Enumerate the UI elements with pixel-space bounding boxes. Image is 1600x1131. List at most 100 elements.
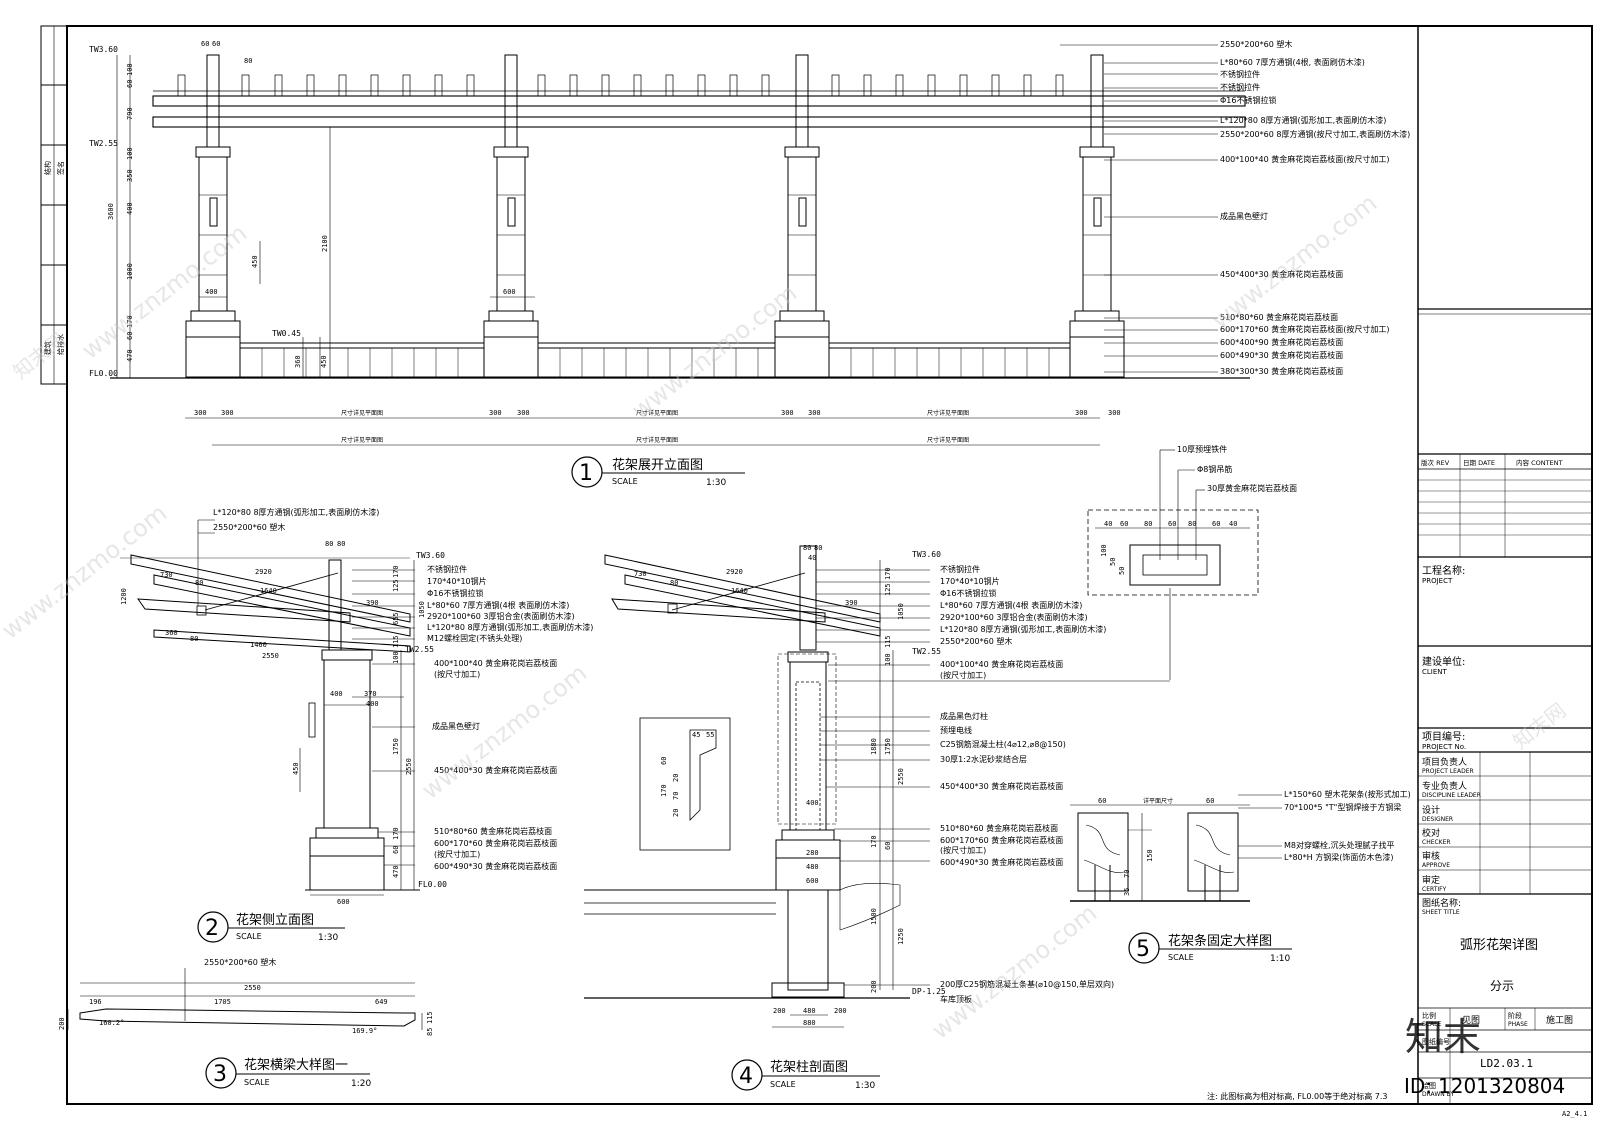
sec-callout-12: C25钢筋混凝土柱(4⌀12,⌀8@150) <box>940 739 1066 749</box>
client-label: 建设单位: <box>1422 655 1465 668</box>
fix-callout-1: L*150*60 塑木花架条(按形式加工) <box>1284 789 1411 799</box>
side-level-tw255: TW2.55 <box>405 645 434 654</box>
fix-detail-drawing <box>1070 794 1282 902</box>
title-4-number: 4 <box>739 1064 753 1089</box>
title-3-scale: 1:20 <box>351 1079 371 1089</box>
title-3-number: 3 <box>213 1062 227 1087</box>
role-4-en: CHECKER <box>1422 839 1451 846</box>
sec-vdim-1: 170 <box>884 567 892 580</box>
title-5-text: 花架条固定大样图 <box>1168 933 1272 949</box>
title-1-text: 花架展开立面图 <box>612 457 703 473</box>
side-vdim-2: 125 <box>392 579 400 592</box>
title-4-circle <box>731 1059 763 1091</box>
sec-callout-5: 2920*100*60 3厚铝合金(表面刷仿木漆) <box>940 612 1088 622</box>
side-dim-360: 360 <box>165 629 178 637</box>
fix-detail-text: 60 详平面尺寸 60 150 70 35 L*150*60 塑木花架条(按形式… <box>1098 789 1411 964</box>
callout-6: L*120*80 8厚方通钢(弧形加工,表面刷仿木漆) <box>1220 115 1386 125</box>
vdim-7: 3600 <box>107 203 115 220</box>
level-tw360: TW3.60 <box>89 45 118 54</box>
sec-vdim-9: 170 <box>870 835 878 848</box>
vdim-10: 60 <box>126 332 134 340</box>
inner-dim-2100: 2100 <box>321 235 329 252</box>
sec-dim-730: 730 <box>634 570 647 578</box>
beam-angle-2: 169.9° <box>352 1027 377 1035</box>
sheet-title-label: 图纸名称: <box>1422 897 1461 909</box>
left-strip-label-4: 给排水 <box>56 334 65 355</box>
role-2-cn: 专业负责人 <box>1422 780 1467 792</box>
title-3-text: 花架横梁大样图一 <box>244 1057 348 1073</box>
top-dim-60b: 60 <box>212 40 220 48</box>
role-6-cn: 审定 <box>1422 874 1440 886</box>
callout-7: 2550*200*60 8厚方通钢(按尺寸加工,表面刷仿木漆) <box>1220 129 1410 139</box>
plan-dim-9: 50 <box>1109 558 1117 566</box>
side-dim-370: 370 <box>364 690 377 698</box>
watermark-id: 1201320804 <box>1438 1074 1565 1098</box>
rev-header-3: 内容 CONTENT <box>1516 458 1563 467</box>
title-5-scale-label: SCALE <box>1168 953 1194 962</box>
title-1-number: 1 <box>579 461 593 486</box>
title-2-text: 花架侧立面图 <box>236 912 314 928</box>
sec-dim-880: 880 <box>803 1019 816 1027</box>
sec-level-dp: DP-1.25 <box>912 987 946 996</box>
side-callout-2: 170*40*10钢片 <box>427 576 487 586</box>
sheet-border <box>66 25 1593 1105</box>
side-callout-5: 2920*100*60 3厚铝合金(表面刷仿木漆) <box>427 611 575 621</box>
hdim-b3: 尺寸详见平面图 <box>927 436 969 444</box>
project-label: 工程名称: <box>1422 564 1465 577</box>
fix-callout-2: 70*100*5 "T"型钢焊接于方钢梁 <box>1284 802 1401 812</box>
role-4-cn: 校对 <box>1422 827 1440 839</box>
side-vdim-3: 1050 <box>418 601 426 618</box>
side-dim-80c: 80 <box>325 540 333 548</box>
side-callout-1: 不锈钢拉件 <box>427 564 467 574</box>
sec-dim-390: 390 <box>845 599 858 607</box>
hdim-b2: 尺寸详见平面图 <box>636 436 678 444</box>
plan-dim-5: 80 <box>1188 520 1196 528</box>
callout-4: 不锈钢拉件 <box>1220 82 1260 92</box>
sec-dim-200b: 200 <box>834 1007 847 1015</box>
title-block-text: 版次 REV 日期 DATE 内容 CONTENT 工程名称: PROJECT … <box>1421 458 1573 1098</box>
side-callout-11: 450*400*30 黄金麻花岗岩荔枝面 <box>434 765 557 775</box>
role-5-cn: 审核 <box>1422 850 1440 862</box>
sec-vdim-2: 125 <box>884 583 892 596</box>
side-callout-top-1: L*120*80 8厚方通钢(弧形加工,表面刷仿木漆) <box>213 507 379 517</box>
beam-dim-2550: 2550 <box>244 984 261 992</box>
callout-14: 600*490*30 黄金麻花岗岩荔枝面 <box>1220 350 1343 360</box>
sec-vdim-13: 200 <box>870 980 878 993</box>
side-callout-7: M12螺栓固定(不锈头处理) <box>427 633 522 643</box>
sec-detail-55: 55 <box>706 731 714 739</box>
side-vdim-11: 470 <box>392 865 400 878</box>
title-5-scale: 1:10 <box>1270 954 1290 964</box>
rev-header-2: 日期 DATE <box>1463 459 1495 467</box>
sec-callout-18: 600*490*30 黄金麻花岗岩荔枝面 <box>940 857 1063 867</box>
beam-detail-drawing <box>67 968 423 1030</box>
callout-1: 2550*200*60 塑木 <box>1220 39 1292 49</box>
sec-top-dim-80b: 80 <box>814 544 822 552</box>
side-dim-450: 450 <box>292 762 300 775</box>
title-5-circle <box>1128 932 1160 964</box>
sec-dim-600: 600 <box>806 877 819 885</box>
inner-dim-450: 450 <box>251 255 259 268</box>
sec-dim-1640: 1640 <box>731 587 748 595</box>
title-2-number: 2 <box>205 916 219 941</box>
sec-callout-2: 170*40*10钢片 <box>940 576 1000 586</box>
side-dim-1640: 1640 <box>260 587 277 595</box>
side-dim-1200: 1200 <box>120 588 128 605</box>
sec-callout-11: 预埋电线 <box>940 725 972 735</box>
fix-dim-60a: 60 <box>1098 797 1106 805</box>
side-callout-4: L*80*60 7厚方通钢(4根 表面刷仿木漆) <box>427 600 569 610</box>
fix-dim-60b: 60 <box>1206 797 1214 805</box>
fix-callout-4: L*80*H 方钢梁(饰面仿木色漆) <box>1284 852 1393 862</box>
sec-dim-80: 80 <box>670 579 678 587</box>
sec-detail-170: 170 <box>660 784 668 797</box>
sheet-title: 弧形花架详图 <box>1460 937 1538 953</box>
sec-level-tw255: TW2.55 <box>912 647 941 656</box>
vdim-4: 100 <box>126 147 134 160</box>
sec-callout-20: 车库顶板 <box>940 994 972 1004</box>
title-3-circle <box>205 1057 237 1089</box>
side-callout-10: 成品黑色壁灯 <box>432 721 480 731</box>
sec-dim-480b: 480 <box>803 1007 816 1015</box>
role-5-en: APPROVE <box>1422 862 1450 869</box>
side-vdim-6: 100 <box>392 651 400 664</box>
beam-callout: 2550*200*60 塑木 <box>204 957 276 967</box>
